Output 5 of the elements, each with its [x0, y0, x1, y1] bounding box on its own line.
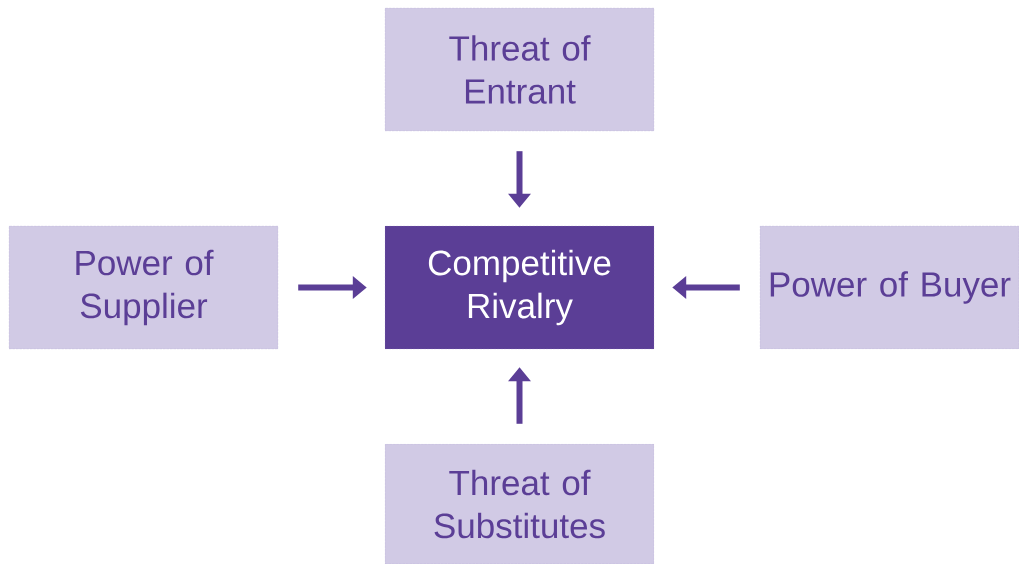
force-box: Power of Buyer — [759, 225, 1019, 350]
center-box: Competitive Rivalry — [384, 225, 655, 350]
force-box: Power of Supplier — [8, 225, 279, 350]
force-box: Threat of Substitutes — [384, 443, 655, 564]
force-box: Threat of Entrant — [384, 7, 655, 132]
